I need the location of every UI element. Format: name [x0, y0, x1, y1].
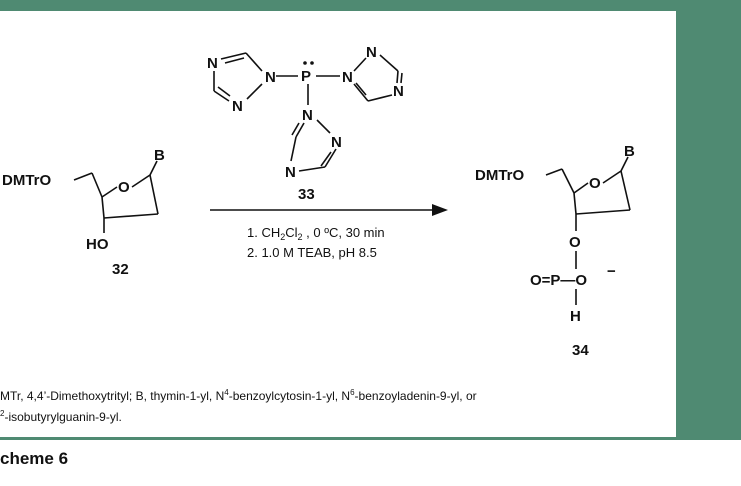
scheme-panel: P N N N	[0, 11, 676, 437]
ring-bond	[220, 52, 247, 60]
base-label: B	[154, 147, 165, 164]
ring-nitrogen: N	[331, 134, 342, 151]
triazole-left: N N N	[207, 52, 276, 115]
compound-number-32: 32	[112, 261, 129, 278]
ring-bond	[149, 174, 159, 215]
ring-bond	[379, 54, 399, 72]
ring-bond	[245, 52, 263, 72]
ring-bond	[396, 70, 399, 84]
lone-pair-dot	[303, 61, 307, 65]
ring-nitrogen: N	[265, 69, 276, 86]
triazole-right: N N N	[342, 44, 404, 102]
ring-bond	[217, 86, 231, 97]
ring-nitrogen: N	[285, 164, 296, 181]
ring-bond	[575, 209, 631, 215]
reaction-scheme: P N N N	[2, 44, 635, 359]
ring-oxygen: O	[118, 179, 130, 196]
footnote-line-2: 2-isobutyrylguanin-9-yl.	[0, 409, 122, 424]
ring-nitrogen: N	[207, 55, 218, 72]
anion-charge: −	[607, 263, 616, 280]
ch2-c4-bond	[91, 172, 103, 198]
ring-bond	[573, 192, 577, 215]
ring-nitrogen: N	[342, 69, 353, 86]
condition-step-2: 2. 1.0 M TEAB, pH 8.5	[247, 245, 377, 260]
ring-bond	[246, 83, 263, 100]
ring-bond	[602, 170, 622, 184]
reaction-arrow	[210, 204, 448, 216]
ring-nitrogen: N	[302, 107, 313, 124]
compound-number-34: 34	[572, 342, 589, 359]
ch2-c4-bond	[561, 168, 575, 194]
ring-bond	[353, 83, 369, 102]
o-ch2-bond	[73, 172, 93, 181]
hydroxyl-label: HO	[86, 236, 109, 253]
c1-base-bond	[149, 160, 158, 176]
dmtro-label: DMTrO	[475, 167, 525, 184]
hydrogen-atom: H	[570, 308, 581, 325]
ring-bond	[213, 90, 230, 102]
ring-bond	[101, 186, 118, 198]
ring-nitrogen: N	[393, 83, 404, 100]
ring-nitrogen: N	[366, 44, 377, 61]
compound-number-33: 33	[298, 186, 315, 203]
compound-32: DMTrO O B HO 32	[2, 147, 165, 278]
ring-bond	[298, 166, 326, 172]
c1-base-bond	[620, 156, 629, 172]
ring-bond	[103, 213, 159, 219]
ring-bond	[367, 94, 393, 102]
scheme-footnote: MTr, 4,4’-Dimethoxytrityl; B, thymin-1-y…	[0, 384, 670, 426]
ring-bond	[355, 82, 367, 96]
scheme-caption: cheme 6	[0, 449, 69, 468]
phosphorus-atom: P	[301, 68, 311, 85]
condition-step-1: 1. CH2Cl2 , 0 ºC, 30 min	[247, 225, 385, 242]
ring-bond	[400, 72, 403, 84]
phosphonate-group: O=P—O	[530, 272, 587, 289]
lone-pair-dot	[310, 61, 314, 65]
ring-bond	[324, 148, 337, 168]
ring-bond	[224, 57, 245, 64]
ring-bond	[316, 119, 331, 134]
footnote-line-1: MTr, 4,4’-Dimethoxytrityl; B, thymin-1-y…	[0, 388, 477, 403]
ring-bond	[101, 196, 105, 219]
reagent-33: P N N N	[207, 44, 404, 203]
ring-bond	[353, 57, 367, 72]
ring-oxygen: O	[589, 175, 601, 192]
arrow-head	[432, 204, 448, 216]
ring-bond	[290, 136, 297, 162]
ring-bond	[320, 151, 332, 167]
compound-34: DMTrO O B O O=P—O − H 34	[475, 143, 635, 359]
ring-bond	[295, 122, 305, 138]
ring-nitrogen: N	[232, 98, 243, 115]
ring-bond	[131, 174, 151, 188]
ring-bond	[620, 170, 631, 211]
ring-bond	[573, 182, 589, 194]
linker-oxygen: O	[569, 234, 581, 251]
base-label: B	[624, 143, 635, 160]
ring-bond	[291, 122, 300, 136]
triazole-bottom: N N N	[285, 107, 342, 181]
o-ch2-bond	[545, 168, 563, 176]
dmtro-label: DMTrO	[2, 172, 52, 189]
